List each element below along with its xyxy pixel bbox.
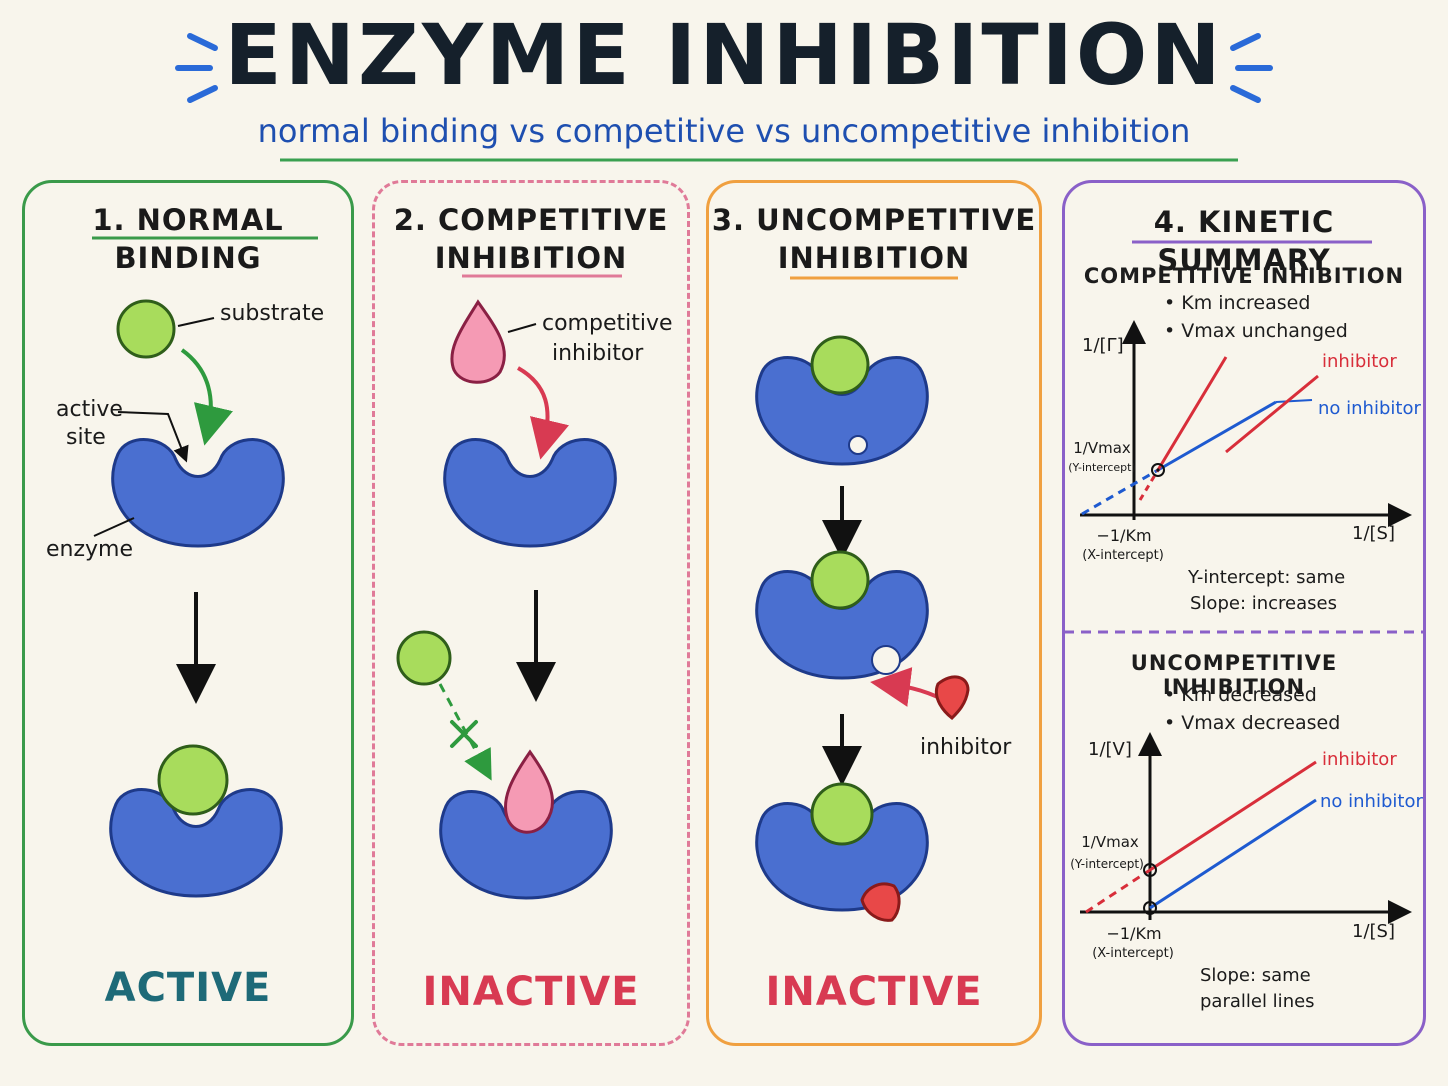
series-inhibitor-label: inhibitor — [1322, 749, 1397, 770]
y-axis-label: 1/[Γ] — [1082, 335, 1124, 356]
series-no-inhibitor-label: no inhibitor — [1320, 791, 1423, 812]
leader-line — [93, 517, 135, 537]
substrate-label: substrate — [220, 301, 325, 326]
intercept-marker — [1143, 901, 1157, 915]
competitive-heading: COMPETITIVE INHIBITION — [1083, 264, 1405, 288]
bullet: • Vmax unchanged — [1164, 320, 1348, 342]
substrate-icon — [116, 299, 176, 359]
inhibitor-label: inhibitor — [920, 735, 1012, 760]
binding-arrow — [180, 348, 233, 446]
x-axis-label: 1/[S] — [1352, 921, 1395, 942]
y-axis-label: 1/[V] — [1088, 739, 1132, 760]
series-inhibitor-extrapolation — [1138, 469, 1160, 501]
panel-title: 4. KINETIC SUMMARY — [1153, 205, 1335, 277]
series-no-inhibitor-extrapolation — [1081, 468, 1159, 516]
bullet: • Km decreased — [1164, 684, 1317, 706]
status-inactive: INACTIVE — [422, 969, 640, 1015]
inhibitor-label: inhibitor — [552, 341, 644, 366]
plot-note: parallel lines — [1200, 991, 1315, 1012]
left-sparkle-icon — [175, 33, 218, 103]
y-intercept-label: 1/Vmax — [1073, 439, 1131, 457]
x-intercept-note: (X-intercept) — [1082, 548, 1164, 563]
panel-normal-binding: 1. NORMAL BINDING ACTIVE — [22, 180, 354, 1046]
plot-note: Slope: same — [1200, 965, 1311, 986]
series-inhibitor-extrapolation — [1085, 868, 1151, 914]
panel-title-line-2: INHIBITION — [777, 241, 971, 275]
page-subtitle: normal binding vs competitive vs uncompe… — [257, 112, 1191, 150]
enzyme-substrate-inhibitor-complex — [755, 782, 929, 922]
uncompetitive-lineweaver-burk-plot — [1080, 732, 1412, 924]
substrate-icon — [396, 630, 452, 686]
panel-title-line-1: 3. UNCOMPETITIVE — [711, 203, 1037, 237]
competitive-inhibitor-icon — [450, 299, 506, 384]
plot-note: Y-intercept: same — [1188, 567, 1346, 588]
panel-title-line-2: INHIBITION — [434, 241, 628, 275]
x-intercept-note: (X-intercept) — [1092, 946, 1174, 961]
uncompetitive-inhibitor-icon — [935, 675, 970, 720]
panel-kinetic-summary: 4. KINETIC SUMMARY — [1062, 180, 1426, 1046]
series-no-inhibitor — [1149, 798, 1317, 910]
intercept-marker — [1143, 863, 1157, 877]
series-inhibitor — [1149, 760, 1317, 872]
y-intercept-note: (Y-intercept) — [1070, 857, 1144, 871]
series-no-inhibitor-label: no inhibitor — [1318, 398, 1421, 419]
page-title: ENZYME INHIBITION — [224, 6, 1224, 104]
leader-line — [507, 323, 537, 333]
x-axis-label: 1/[S] — [1352, 523, 1395, 544]
y-intercept-label: 1/Vmax — [1081, 833, 1139, 851]
panel-title-line-1: 2. COMPETITIVE — [393, 203, 669, 237]
panel-title: 1. NORMAL BINDING — [92, 203, 284, 275]
x-intercept-label: −1/Km — [1096, 526, 1152, 545]
active-site-pointer — [117, 411, 189, 463]
uncompetitive-heading: UNCOMPETITIVE INHIBITION — [1130, 651, 1338, 699]
inhibitor-label: competitive — [542, 311, 673, 336]
bullet: • Vmax decreased — [1164, 712, 1341, 734]
binding-arrow — [517, 366, 569, 460]
active-site-label: active — [56, 397, 123, 422]
status-inactive: INACTIVE — [765, 969, 983, 1015]
x-intercept-label: −1/Km — [1106, 924, 1162, 943]
blocked-x-icon — [450, 720, 478, 748]
panel-uncompetitive: 3. UNCOMPETITIVE INHIBITION INACTIVE — [706, 180, 1042, 1046]
enzyme-icon — [111, 438, 285, 548]
right-sparkle-icon — [1230, 33, 1273, 103]
enzyme-substrate-complex — [755, 550, 929, 680]
enzyme-label: enzyme — [46, 537, 134, 562]
blocked-arrow — [438, 683, 492, 781]
series-inhibitor-segment — [1225, 374, 1319, 454]
enzyme-icon — [443, 438, 617, 548]
substrate-icon — [157, 744, 229, 816]
status-active: ACTIVE — [104, 965, 272, 1011]
series-inhibitor-label: inhibitor — [1322, 351, 1397, 372]
leader-line — [1275, 399, 1313, 403]
enzyme-substrate-complex — [755, 335, 929, 466]
active-site-label: site — [66, 425, 106, 450]
intercept-marker — [1151, 463, 1165, 477]
y-intercept-note: (Y-intercept) — [1068, 461, 1136, 474]
competitive-inhibitor-icon — [503, 749, 554, 834]
competitive-lineweaver-burk-plot — [1080, 320, 1412, 527]
panel-competitive: 2. COMPETITIVE INHIBITION INACTIVE — [372, 180, 690, 1046]
series-inhibitor — [1156, 356, 1228, 471]
plot-note: Slope: increases — [1190, 593, 1337, 614]
bullet: • Km increased — [1164, 292, 1311, 314]
leader-line — [177, 317, 215, 327]
series-no-inhibitor — [1157, 400, 1277, 472]
